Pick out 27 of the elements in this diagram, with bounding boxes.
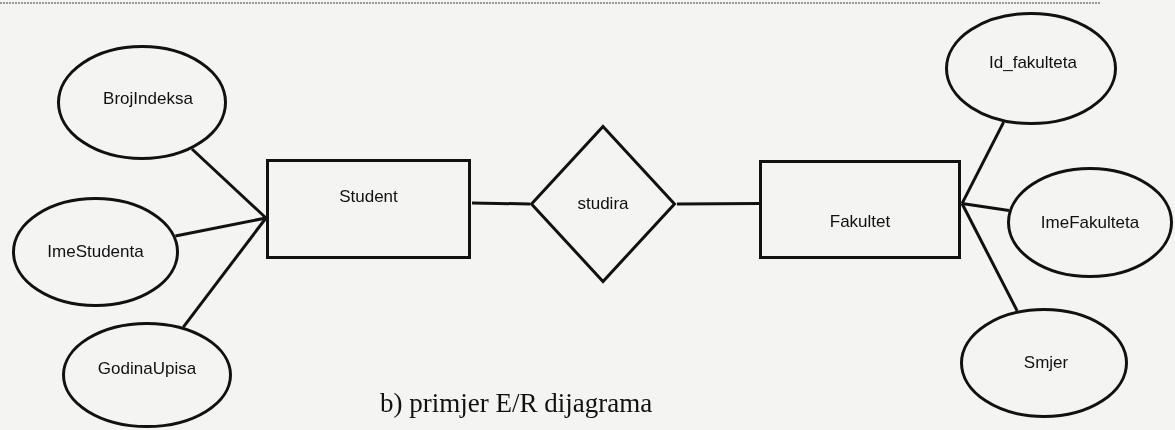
entity-name: Fakultet [829,211,891,232]
attribute-ellipse [960,308,1128,418]
connector-line [471,201,531,206]
connector-line [175,216,267,238]
attribute-name: Smjer [1023,353,1069,373]
attribute-name: GodinaUpisa [97,359,197,379]
entity-box [266,159,471,259]
connector-line [182,217,268,328]
attribute-ellipse [57,45,227,160]
attribute-ellipse [12,197,179,307]
connector-line [960,202,1019,312]
attribute-ellipse [1007,167,1173,278]
connector-line [677,202,759,206]
entity-name: Student [339,187,398,207]
connector-line [960,121,1005,205]
entity-box [759,160,961,259]
relationship-name: studira [577,194,629,214]
relationship-diamond [530,125,676,283]
attribute-name: ImeStudenta [47,242,144,262]
connector-line [190,147,268,220]
attribute-name: Id_fakulteta [989,52,1077,73]
attribute-ellipse [62,322,232,428]
attribute-name: BrojIndeksa [103,88,193,109]
figure-caption: b) primjer E/R dijagrama [380,388,653,419]
connector-line [961,202,1010,212]
attribute-name: ImeFakulteta [1040,212,1140,233]
attribute-ellipse [945,12,1117,125]
